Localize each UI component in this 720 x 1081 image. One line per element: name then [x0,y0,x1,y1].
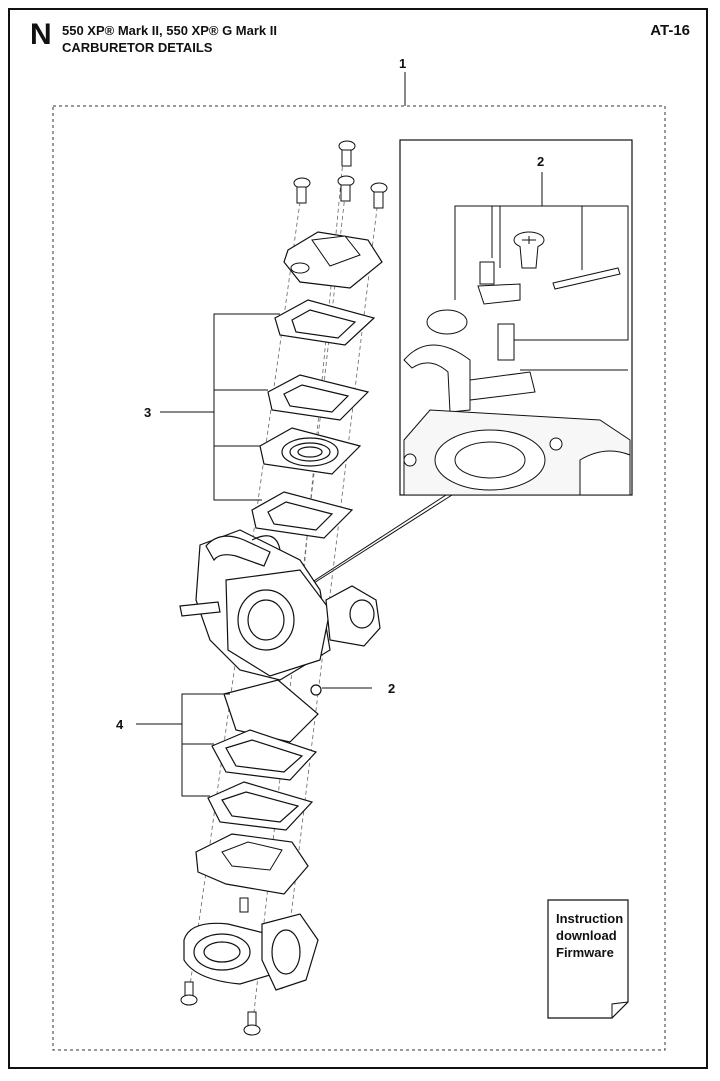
inset-pointer-line [305,494,453,589]
title-block: 550 XP® Mark II, 550 XP® G Mark II CARBU… [62,22,277,56]
detail-inset: 2 [399,139,633,496]
instruction-note: Instruction download Firmware [552,904,628,1016]
top-screws [293,140,388,209]
callout-2-side: 2 [388,681,395,696]
callout-1: 1 [399,56,406,71]
lower-gasket-stack [207,679,319,831]
intake-housing [183,913,319,991]
page-frame [8,8,708,1069]
upper-gasket-stack [251,299,376,539]
note-line-1: Instruction [556,911,624,926]
callout-2-detail: 2 [537,154,544,169]
callout-4: 4 [116,717,124,732]
note-box [547,899,629,1019]
page-code: AT-16 [650,22,690,39]
carburetor-body [179,529,381,696]
note-line-2: download [556,928,617,943]
assembly-boundary [52,105,666,1051]
note-line-3: Firmware [556,945,614,960]
bottom-screws [180,981,261,1036]
callout-3: 3 [144,405,151,420]
model-title: 550 XP® Mark II, 550 XP® G Mark II [62,23,277,38]
section-title: CARBURETOR DETAILS [62,40,213,55]
section-letter: N [30,18,52,51]
